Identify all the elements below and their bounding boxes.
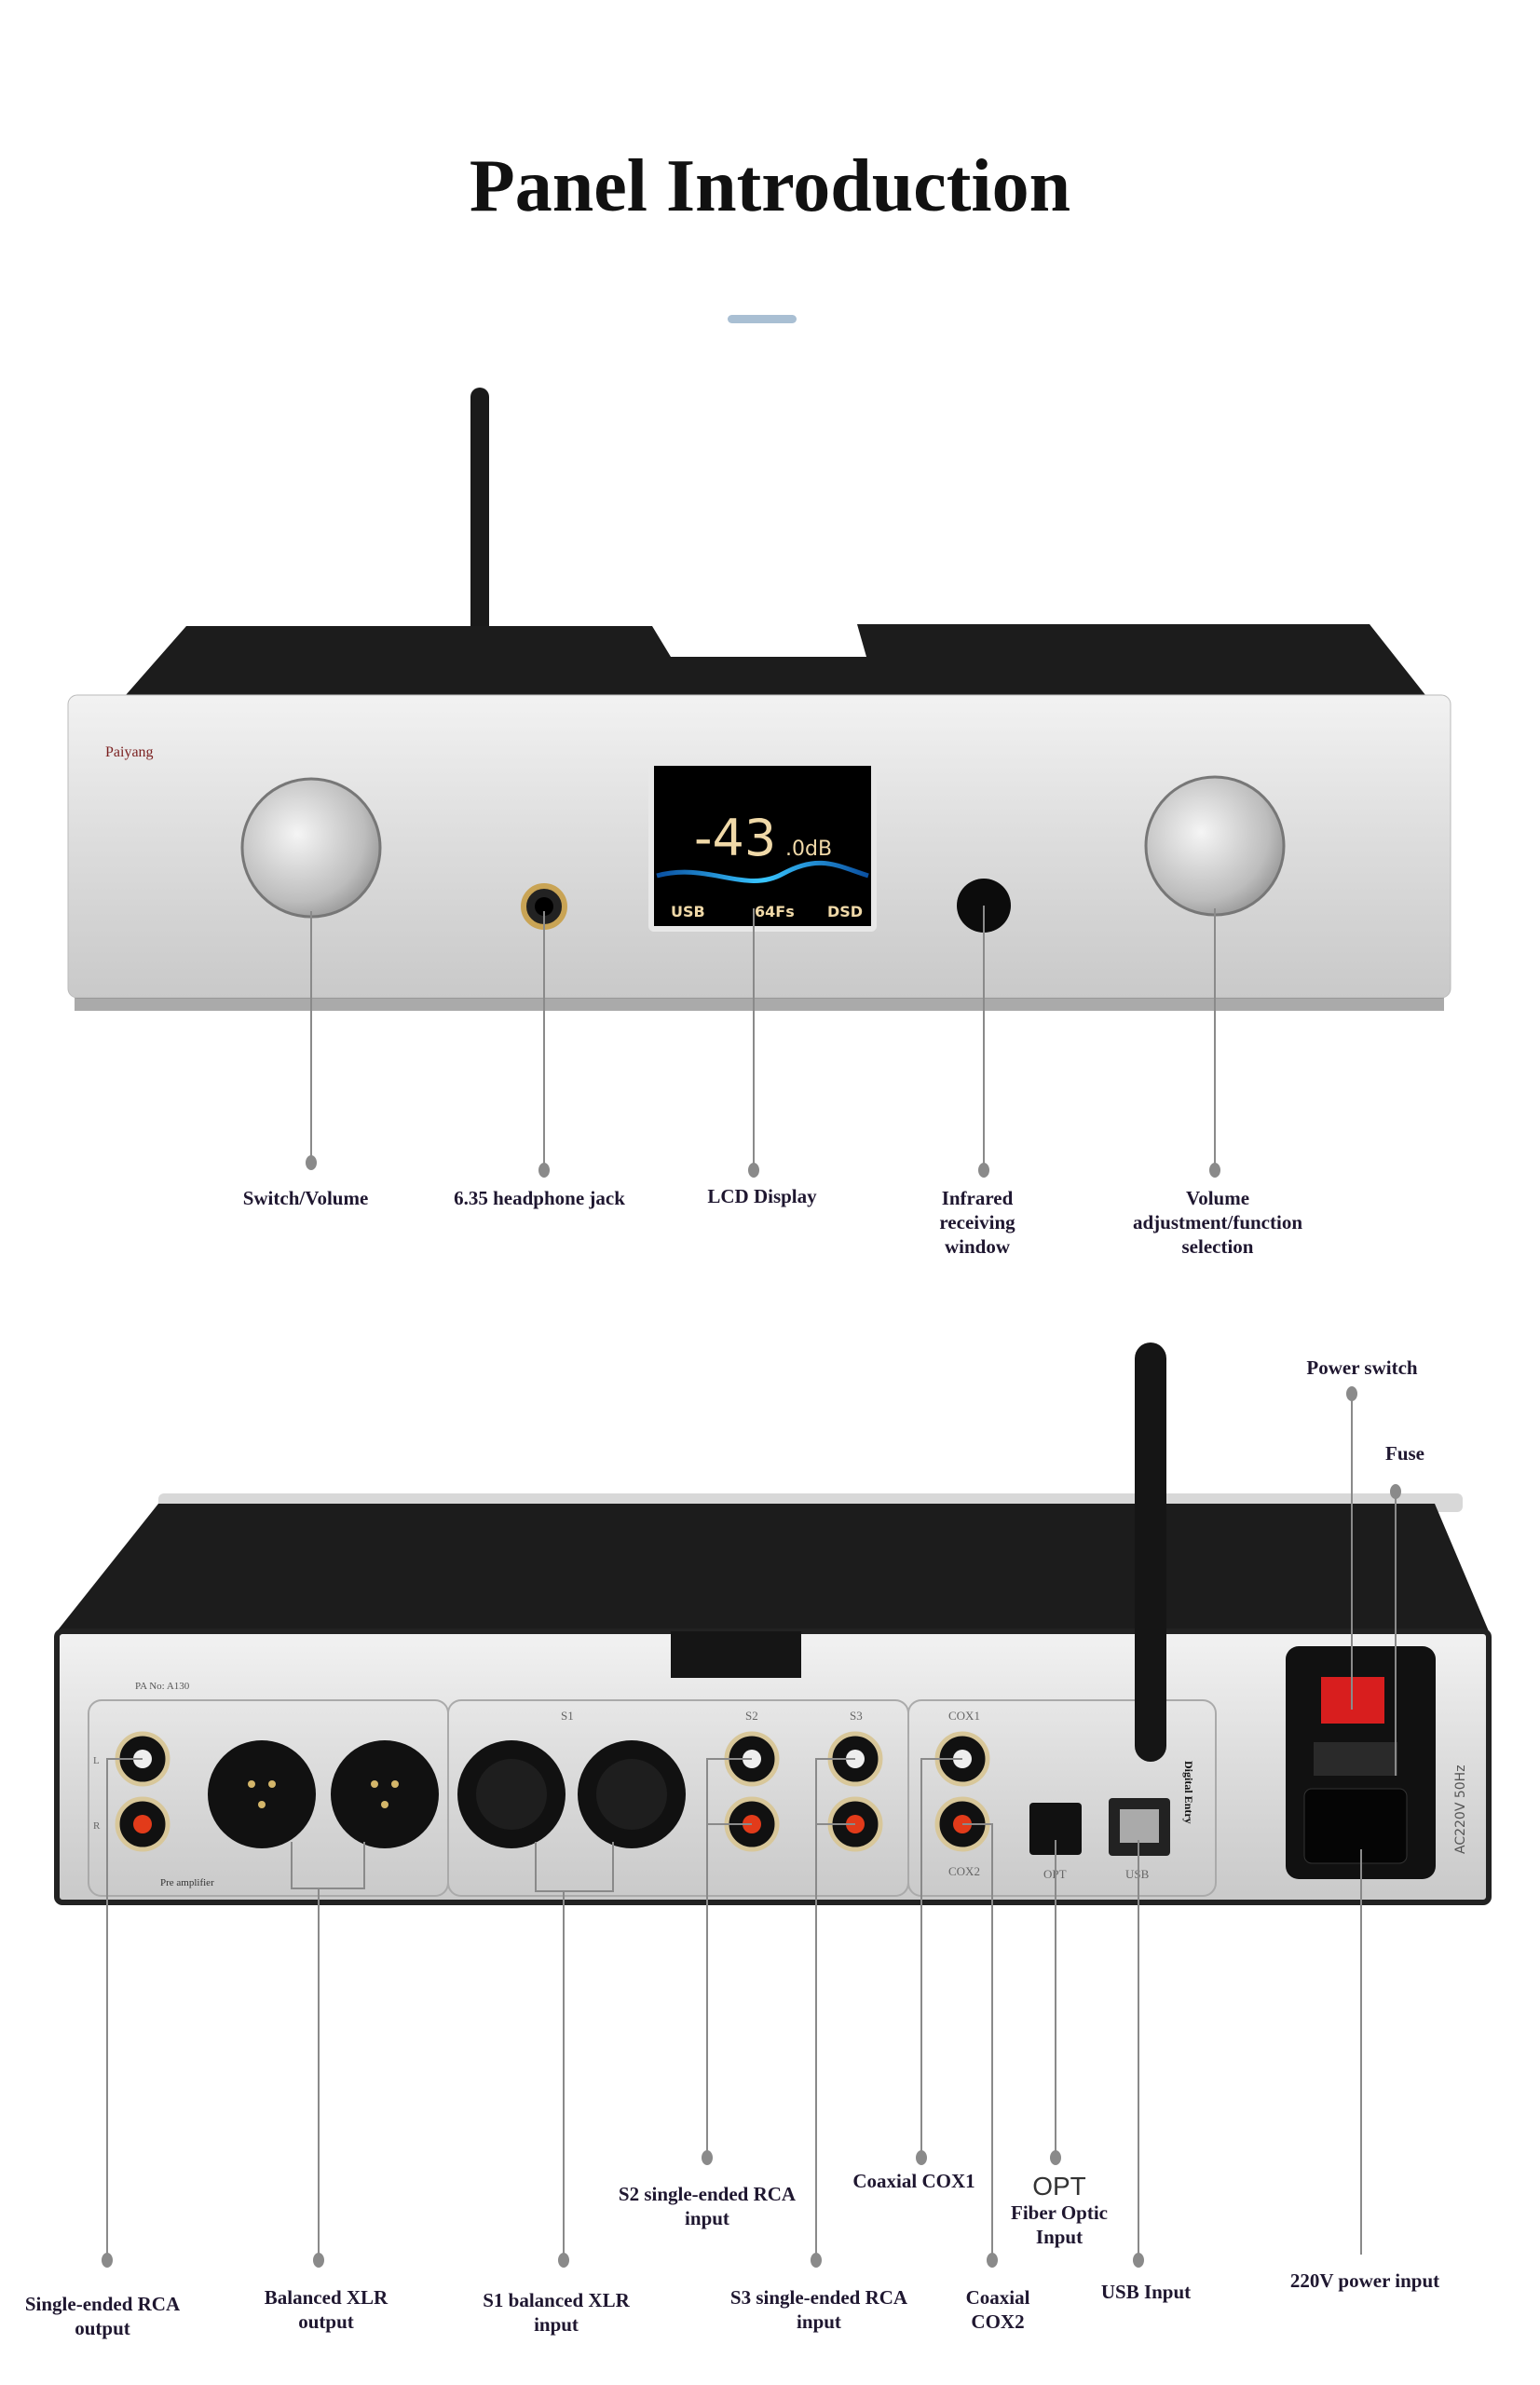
svg-text:S2: S2 xyxy=(745,1709,758,1723)
label-headphone-jack: 6.35 headphone jack xyxy=(454,1187,625,1209)
power-volume-knob xyxy=(240,777,382,919)
lcd-source: USB xyxy=(671,903,705,920)
svg-text:L: L xyxy=(93,1755,100,1766)
rca-input-jacks xyxy=(724,1731,990,1852)
rear-leader-lines xyxy=(106,1394,1397,2260)
front-device: Paiyang -43 .0dB USB 64Fs DSD xyxy=(67,388,1451,1011)
svg-text:USB: USB xyxy=(1125,1867,1150,1881)
lcd-waveform xyxy=(656,860,869,883)
svg-text:Digital Entry: Digital Entry xyxy=(1182,1761,1195,1824)
svg-text:AC220V 50Hz: AC220V 50Hz xyxy=(1453,1765,1468,1854)
s1-xlr-input-jacks xyxy=(457,1740,686,1848)
svg-text:S3: S3 xyxy=(850,1709,863,1723)
svg-text:COX2: COX2 xyxy=(948,1864,980,1878)
iec-socket xyxy=(1303,1788,1408,1864)
svg-text:PA No: A130: PA No: A130 xyxy=(135,1681,190,1692)
svg-text:S1: S1 xyxy=(561,1709,574,1723)
label-switch-volume: Switch/Volume xyxy=(242,1187,369,1209)
lcd-unit: .0dB xyxy=(785,838,832,861)
label-lcd-display: LCD Display xyxy=(707,1185,817,1207)
svg-text:COX1: COX1 xyxy=(948,1709,980,1723)
rear-top-cover xyxy=(57,1504,1489,1631)
label-coaxial-cox1: Coaxial COX1 xyxy=(852,2170,975,2192)
volume-function-knob xyxy=(1144,775,1286,917)
fuse-holder xyxy=(1314,1742,1397,1776)
lcd-rate: 64Fs xyxy=(755,903,795,920)
xlr-output-jacks xyxy=(208,1740,439,1848)
lcd-volume: -43 xyxy=(694,809,776,867)
svg-text:R: R xyxy=(93,1820,101,1832)
title-accent-bar xyxy=(728,315,797,323)
brand-logo: Paiyang xyxy=(105,744,154,760)
optical-port xyxy=(1029,1803,1082,1855)
leader-dots xyxy=(102,1386,1401,2268)
antenna xyxy=(1135,1342,1166,1762)
svg-text:Pre amplifier: Pre amplifier xyxy=(160,1877,214,1888)
rca-output-jacks xyxy=(115,1731,170,1852)
label-power-switch: Power switch xyxy=(1306,1356,1418,1379)
front-leader-lines xyxy=(306,906,1220,1178)
top-cover xyxy=(126,624,1425,695)
lcd-format: DSD xyxy=(827,903,863,920)
antenna xyxy=(470,388,489,639)
rear-device: PA No: A130 Pre amplifier S1 S2 S3 COX1 … xyxy=(54,1342,1492,1905)
page-title: Panel Introduction xyxy=(469,145,1071,227)
label-fuse: Fuse xyxy=(1385,1442,1424,1465)
lcd-screen xyxy=(654,766,871,926)
label-power-input: 220V power input xyxy=(1289,2269,1440,2292)
label-usb-input: USB Input xyxy=(1100,2281,1192,2303)
